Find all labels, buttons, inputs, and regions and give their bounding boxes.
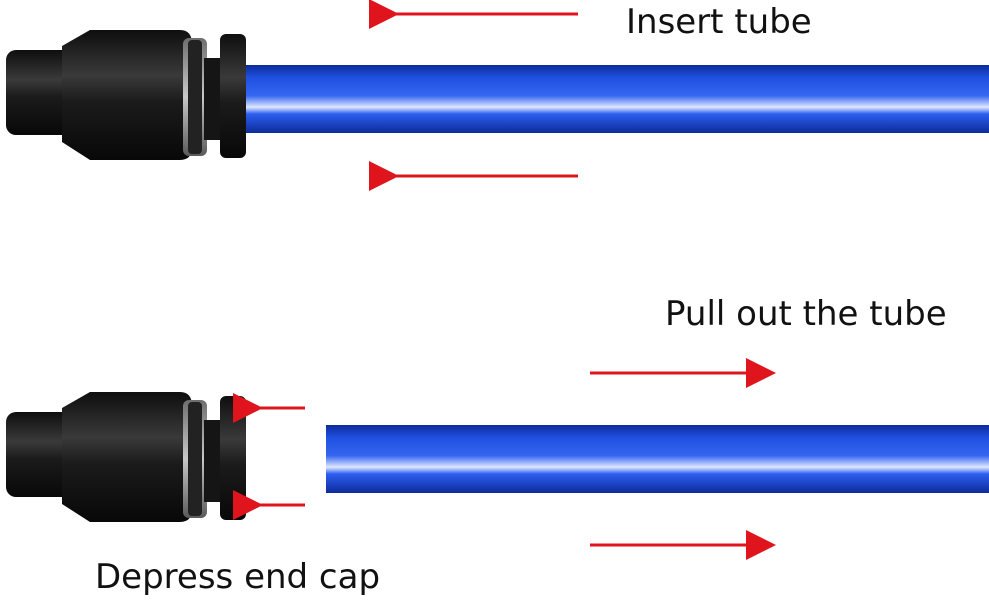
- pull-out-tube-label: Pull out the tube: [665, 294, 947, 334]
- fitting-top: [6, 30, 246, 160]
- pull-arrows: [590, 358, 776, 560]
- release-assembly: [6, 358, 989, 560]
- fitting-bottom: [6, 392, 246, 522]
- insert-assembly: [6, 0, 989, 191]
- tube-bottom: [326, 425, 989, 493]
- depress-end-cap-label: Depress end cap: [95, 557, 381, 597]
- cap-arrows: [233, 393, 305, 520]
- insert-tube-label: Insert tube: [626, 2, 812, 42]
- tube-top: [246, 65, 989, 133]
- insert-arrows: [369, 0, 578, 191]
